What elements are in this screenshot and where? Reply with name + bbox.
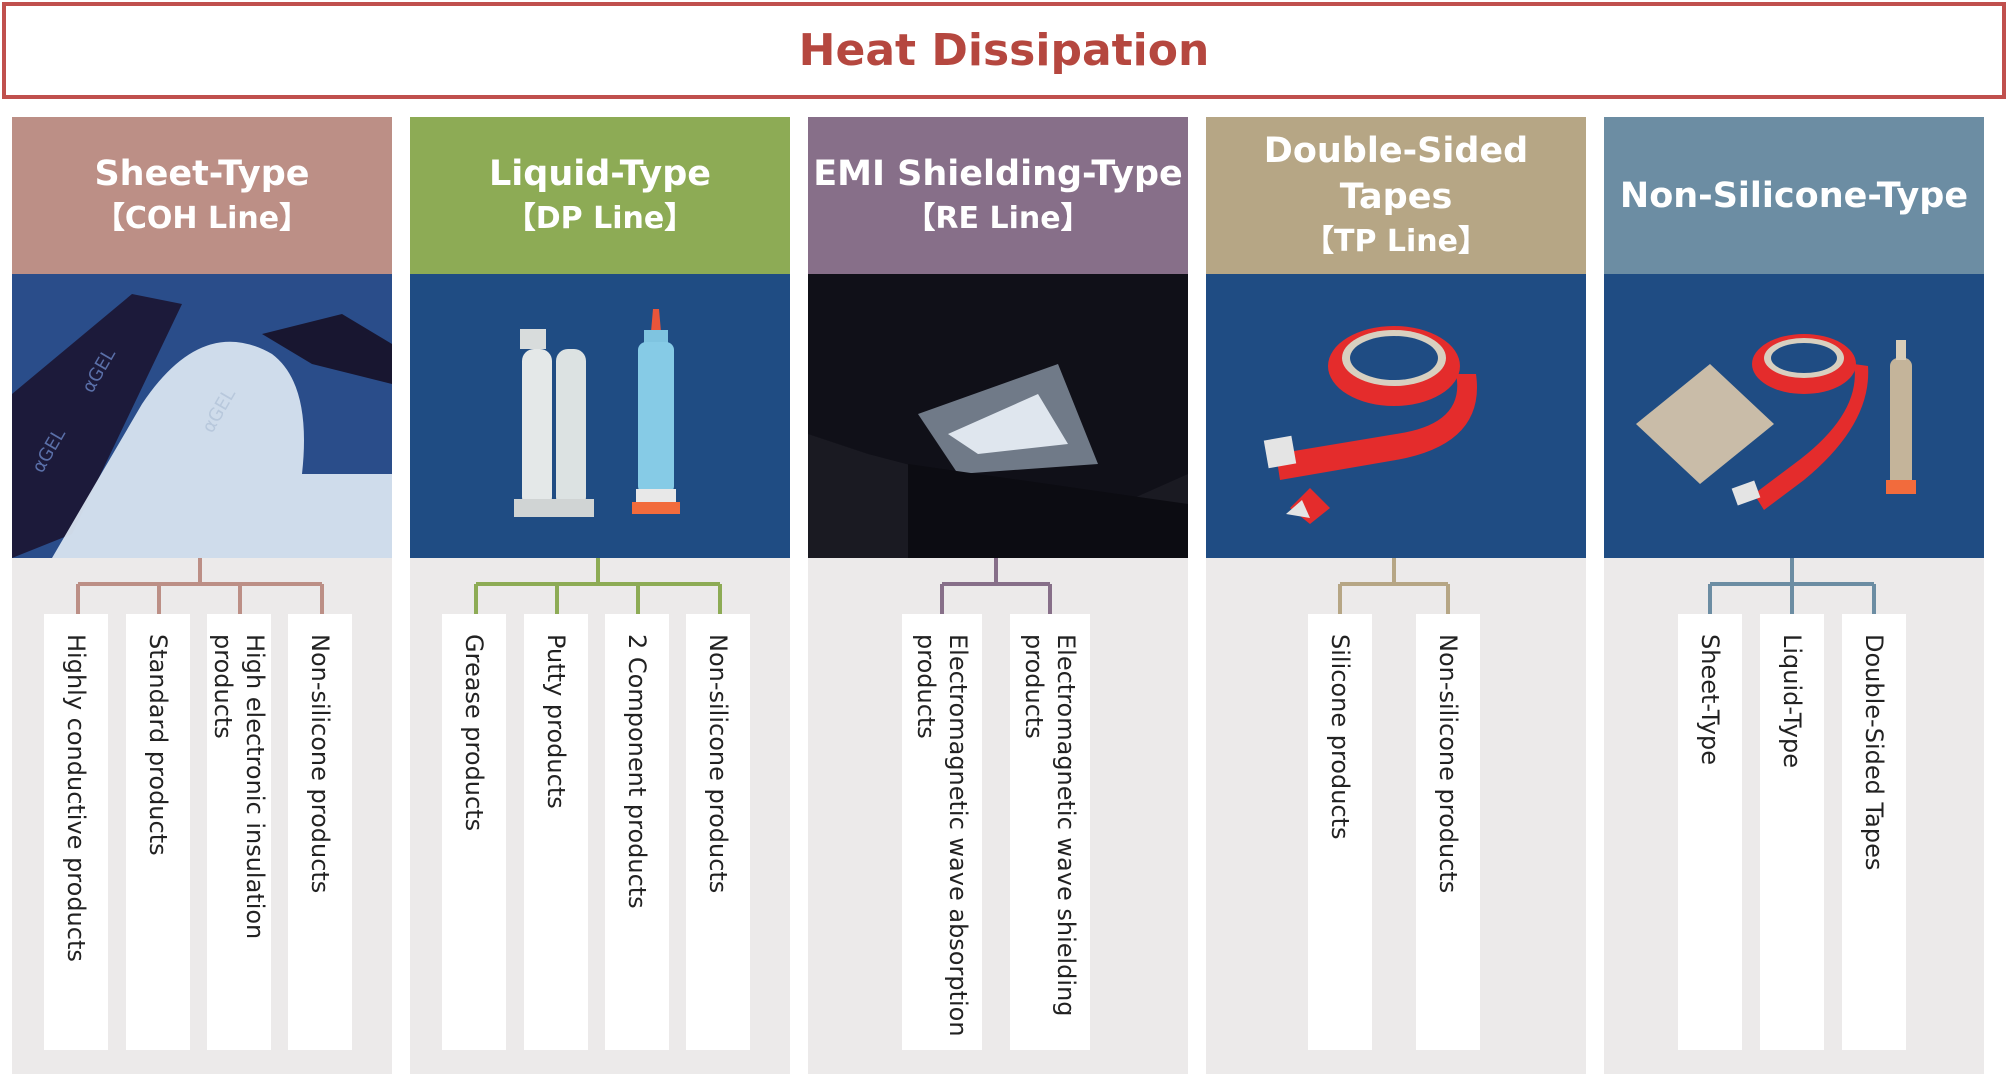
- product-item: Silicone products: [1308, 614, 1372, 1050]
- category-liquid-type: Liquid-Type 【DP Line】 Grease products Pu…: [410, 117, 790, 1074]
- product-item: Non-silicone products: [686, 614, 750, 1050]
- category-subtitle: 【DP Line】: [505, 200, 695, 236]
- product-item: Double-Sided Tapes: [1842, 614, 1906, 1050]
- branch-connector: [1708, 558, 1876, 614]
- category-subtitle: 【COH Line】: [94, 200, 310, 236]
- product-item: Standard products: [126, 614, 190, 1050]
- product-item: 2 Component products: [605, 614, 669, 1050]
- category-header: EMI Shielding-Type 【RE Line】: [808, 117, 1188, 274]
- branch-connector: [1338, 558, 1450, 614]
- product-item: Highly conductive products: [44, 614, 108, 1050]
- category-title: Double-Sided Tapes: [1263, 130, 1529, 217]
- category-subtitle: 【RE Line】: [905, 200, 1091, 236]
- product-item: Electromagnetic wave absorption products: [902, 614, 982, 1050]
- product-item: Putty products: [524, 614, 588, 1050]
- page-title: Heat Dissipation: [798, 25, 1210, 76]
- category-header: Non-Silicone-Type: [1604, 117, 1984, 274]
- category-header: Sheet-Type 【COH Line】: [12, 117, 392, 274]
- category-title: Liquid-Type: [488, 153, 712, 194]
- category-emi-shielding-type: EMI Shielding-Type 【RE Line】 Electromagn…: [808, 117, 1188, 1074]
- sheet-product-photo: αGEL αGEL αGEL: [12, 274, 392, 558]
- category-double-sided-tapes: Double-Sided Tapes 【TP Line】 Silicone pr…: [1206, 117, 1586, 1074]
- non-silicone-product-photo: [1604, 274, 1984, 558]
- category-header: Double-Sided Tapes 【TP Line】: [1206, 117, 1586, 274]
- product-item: Non-silicone products: [288, 614, 352, 1050]
- emi-product-photo: [808, 274, 1188, 558]
- product-item: Non-silicone products: [1416, 614, 1480, 1050]
- product-item: Sheet-Type: [1678, 614, 1742, 1050]
- category-header: Liquid-Type 【DP Line】: [410, 117, 790, 274]
- title-banner: Heat Dissipation: [2, 2, 2006, 99]
- category-title: EMI Shielding-Type: [813, 153, 1183, 194]
- category-sheet-type: Sheet-Type 【COH Line】 αGEL αGEL αGEL Hig…: [12, 117, 392, 1074]
- product-item: High electronic insulation products: [207, 614, 271, 1050]
- liquid-product-photo: [410, 274, 790, 558]
- tape-product-photo: [1206, 274, 1586, 558]
- product-item: Grease products: [442, 614, 506, 1050]
- branch-connector: [940, 558, 1052, 614]
- category-title: Non-Silicone-Type: [1619, 175, 1969, 216]
- product-item: Electromagnetic wave shielding products: [1010, 614, 1090, 1050]
- branch-connector: [474, 558, 722, 614]
- category-title: Sheet-Type: [94, 153, 310, 194]
- branch-connector: [76, 558, 324, 614]
- category-non-silicone-type: Non-Silicone-Type Sheet-Type Liquid-Type…: [1604, 117, 1984, 1074]
- category-subtitle: 【TP Line】: [1304, 223, 1488, 259]
- product-item: Liquid-Type: [1760, 614, 1824, 1050]
